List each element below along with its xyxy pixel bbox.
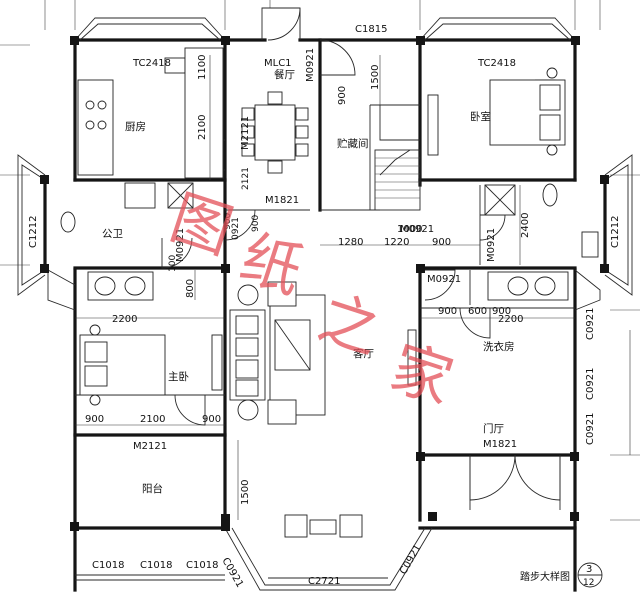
dim-900-a: 900 (337, 86, 348, 105)
label-c1815: C1815 (355, 24, 387, 35)
dim-1220: 1220 (384, 237, 409, 248)
label-tc2418-left: TC2418 (132, 58, 171, 69)
dim-1000: 1000 (397, 224, 422, 235)
room-labels: 厨房 餐厅 贮藏间 卧室 公卫 主卧 客厅 洗衣房 门厅 阳台 (102, 68, 515, 495)
right-bath-fixtures (484, 183, 599, 301)
dim-2200-right: 2200 (498, 314, 523, 325)
master-bedroom-fixtures (79, 324, 223, 406)
dim-2400: 2400 (520, 213, 531, 238)
label-c2721: C2721 (308, 576, 340, 587)
detail-sheet: 12 (583, 578, 594, 588)
dim-800: 800 (185, 279, 196, 298)
label-m1821-kitchen: M1821 (265, 195, 299, 206)
room-public-bath: 公卫 (102, 228, 123, 240)
living-room-furniture (229, 281, 417, 425)
columns (40, 36, 609, 531)
label-mlc1: MLC1 (264, 58, 292, 69)
dim-900-m2: 900 (202, 414, 221, 425)
room-foyer: 门厅 (483, 422, 504, 435)
room-kitchen: 厨房 (125, 120, 146, 133)
label-c0921-right: C0921 (398, 543, 424, 577)
kitchen-fixtures (77, 47, 224, 209)
room-living-room: 客厅 (353, 347, 374, 360)
dim-2100-kitchen: 2100 (197, 115, 208, 140)
dim-1500-bottom: 1500 (240, 480, 251, 505)
room-master-bedroom: 主卧 (168, 370, 189, 383)
dim-900-r: 900 (438, 306, 457, 317)
dim-2100-master: 2100 (140, 414, 165, 425)
dining-table (241, 91, 309, 174)
room-bedroom: 卧室 (470, 110, 491, 123)
axis-lines (0, 0, 640, 521)
dim-1100: 1100 (197, 55, 208, 80)
room-dining: 餐厅 (274, 68, 295, 81)
room-storage: 贮藏间 (337, 137, 369, 150)
label-m0921-mid: M0921 (400, 224, 434, 235)
detail-callout: 踏步大样图 3 12 (520, 562, 603, 588)
dimension-lines (75, 55, 631, 520)
label-m2121-master: M2121 (133, 441, 167, 452)
dim-600-r: 600 (468, 306, 487, 317)
porch-chairs (284, 514, 363, 538)
dim-900-v2: 900 (223, 213, 233, 230)
dimension-labels: 1100 2100 900 1500 1280 1220 900 2400 10… (85, 55, 531, 505)
public-bath-fixtures (60, 211, 154, 301)
interior-walls (73, 38, 577, 522)
dim-1500-top: 1500 (370, 65, 381, 90)
label-c0921-r1: C0921 (585, 308, 596, 340)
label-c1018-a: C1018 (92, 560, 124, 571)
room-balcony: 阳台 (142, 482, 163, 495)
label-m1821-foyer: M1821 (483, 439, 517, 450)
label-m0921-dining: M0921 (305, 48, 316, 82)
dim-900-b: 900 (432, 237, 451, 248)
label-m0921-right: M0921 (486, 228, 497, 262)
label-c1018-b: C1018 (140, 560, 172, 571)
step-detail-label: 踏步大样图 (520, 570, 570, 583)
watermark-char-4: 家 (382, 333, 461, 418)
label-m2121-kitchen: M2121 (240, 116, 251, 150)
bedroom-fixtures (427, 67, 566, 156)
dim-2121-dining: 2121 (241, 167, 251, 190)
detail-num: 3 (586, 564, 592, 575)
label-c1018-c: C1018 (186, 560, 218, 571)
label-m0921-laundry: M0921 (427, 274, 461, 285)
dim-2200-master: 2200 (112, 314, 137, 325)
dim-900-r2: 900 (492, 306, 511, 317)
dim-1280: 1280 (338, 237, 363, 248)
dim-0921-v: 0921 (231, 217, 241, 240)
label-m0921-left: M0921 (175, 228, 186, 262)
label-c0921-left: C0921 (219, 556, 245, 590)
dim-100-dining: 100 (168, 255, 178, 272)
label-c1212-right: C1212 (610, 216, 621, 248)
staircase (374, 105, 421, 211)
label-c0921-r2: C0921 (585, 368, 596, 400)
label-c0921-r3: C0921 (585, 413, 596, 445)
room-laundry: 洗衣房 (483, 340, 515, 353)
dim-900-m1: 900 (85, 414, 104, 425)
dim-900-dining: 900 (251, 215, 261, 232)
label-c1212-left: C1212 (28, 216, 39, 248)
label-tc2418-right: TC2418 (477, 58, 516, 69)
